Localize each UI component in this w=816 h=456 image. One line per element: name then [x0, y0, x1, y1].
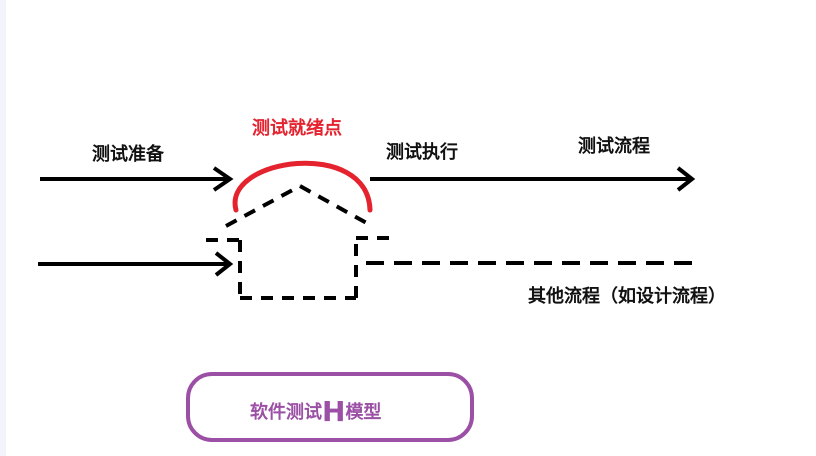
test-prep-arrow [40, 166, 234, 192]
dashed-house [206, 236, 398, 300]
model-title-box [186, 372, 474, 442]
model-title-prefix: 软件测试 [250, 402, 322, 423]
dashed-roof [225, 184, 373, 228]
label-test-exec: 测试执行 [386, 142, 458, 163]
model-title-suffix: 模型 [345, 402, 382, 423]
model-title-letter: H [322, 395, 346, 428]
label-test-prep: 测试准备 [92, 144, 164, 165]
other-flow-in-arrow [38, 251, 234, 277]
model-title: 软件测试H模型 [250, 398, 381, 426]
label-other-flow: 其他流程（如设计流程） [528, 286, 726, 307]
label-test-ready: 测试就绪点 [252, 118, 342, 139]
window-edge [0, 0, 6, 456]
label-test-flow: 测试流程 [578, 136, 650, 157]
test-ready-arc [232, 160, 373, 213]
test-flow-arrow [370, 166, 696, 192]
